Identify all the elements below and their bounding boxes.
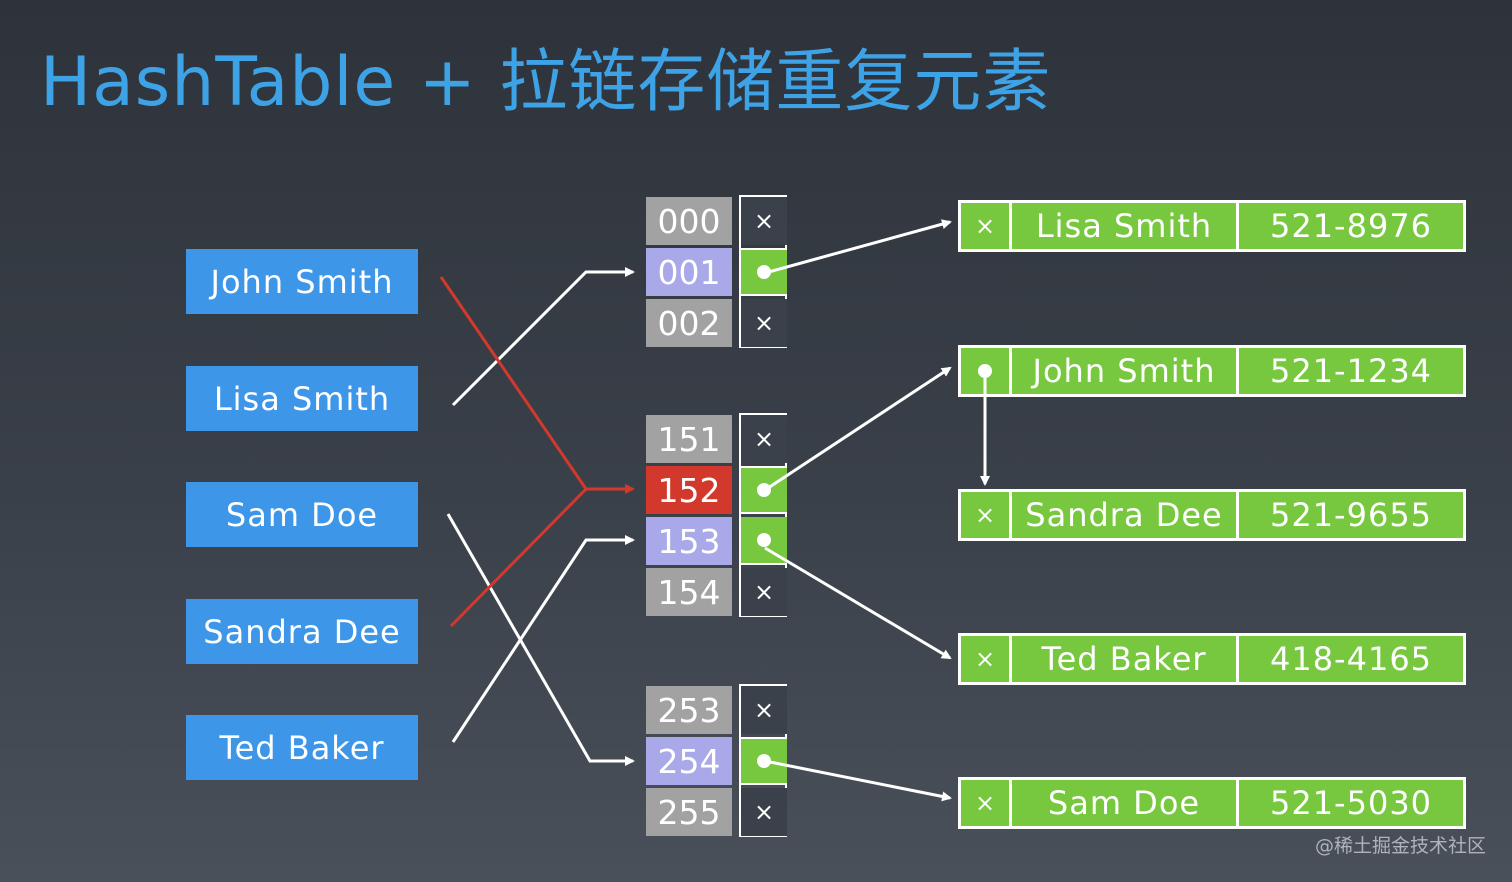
arrow-lisa-smith-to-001 xyxy=(451,267,635,407)
null-pointer-icon: × xyxy=(961,636,1012,682)
pointer-dot-icon xyxy=(757,483,771,497)
link-pointer-cell xyxy=(741,737,787,785)
key-sandra-dee: Sandra Dee xyxy=(186,599,418,664)
null-pointer-icon: × xyxy=(741,686,787,734)
null-pointer-icon: × xyxy=(741,568,787,616)
bucket-index-001: 001 xyxy=(646,248,732,296)
entry-name: Ted Baker xyxy=(1012,636,1239,682)
key-john-smith: John Smith xyxy=(186,249,418,314)
pointer-dot-icon xyxy=(978,364,992,378)
pointer-dot-icon xyxy=(757,533,771,547)
key-lisa-smith: Lisa Smith xyxy=(186,366,418,431)
bucket-index-255: 255 xyxy=(646,788,732,836)
arrow-001-to-lisa-smith xyxy=(764,219,952,275)
null-pointer-icon: × xyxy=(741,197,787,245)
entry-name: Lisa Smith xyxy=(1012,203,1239,249)
arrow-153-to-ted-baker xyxy=(764,546,952,660)
entry-phone: 521-5030 xyxy=(1269,784,1433,822)
entry-phone: 418-4165 xyxy=(1269,640,1433,678)
entry-ted-baker: × Ted Baker 418-4165 xyxy=(958,633,1466,685)
entry-phone: 521-1234 xyxy=(1269,352,1433,390)
pointer-dot-icon xyxy=(757,754,771,768)
bucket-index-153: 153 xyxy=(646,517,732,565)
arrow-ted-baker-to-153 xyxy=(451,535,635,743)
arrow-sandra-dee-to-152 xyxy=(449,487,588,628)
entry-phone: 521-9655 xyxy=(1269,496,1433,534)
bucket-index-152: 152 xyxy=(646,466,732,514)
arrow-john-smith-to-152 xyxy=(439,276,635,494)
bucket-index-154: 154 xyxy=(646,568,732,616)
null-pointer-icon: × xyxy=(741,299,787,347)
pointer-dot-icon xyxy=(757,265,771,279)
bucket-index-253: 253 xyxy=(646,686,732,734)
null-pointer-icon: × xyxy=(961,203,1012,249)
bucket-index-000: 000 xyxy=(646,197,732,245)
entry-lisa-smith: × Lisa Smith 521-8976 xyxy=(958,200,1466,252)
null-pointer-icon: × xyxy=(961,780,1012,826)
key-sam-doe: Sam Doe xyxy=(186,482,418,547)
link-pointer-cell xyxy=(741,466,787,514)
entry-name: Sam Doe xyxy=(1012,780,1239,826)
arrow-152-to-john-smith xyxy=(764,366,952,492)
entry-sam-doe: × Sam Doe 521-5030 xyxy=(958,777,1466,829)
link-pointer-cell xyxy=(741,248,787,296)
entry-john-smith: John Smith 521-1234 xyxy=(958,345,1466,397)
watermark: @稀土掘金技术社区 xyxy=(1314,835,1486,857)
page-title: HashTable + 拉链存储重复元素 xyxy=(40,43,1052,122)
arrow-254-to-sam-doe xyxy=(764,759,952,802)
null-pointer-icon: × xyxy=(961,492,1012,538)
bucket-index-002: 002 xyxy=(646,299,732,347)
entry-phone: 521-8976 xyxy=(1269,207,1433,245)
pointer-column-group-2 xyxy=(739,413,787,617)
null-pointer-icon: × xyxy=(741,788,787,836)
arrow-sam-doe-to-254 xyxy=(446,513,635,766)
entry-name: John Smith xyxy=(1012,348,1239,394)
next-pointer-cell xyxy=(961,348,1012,394)
null-pointer-icon: × xyxy=(741,415,787,463)
key-ted-baker: Ted Baker xyxy=(186,715,418,780)
bucket-index-254: 254 xyxy=(646,737,732,785)
entry-sandra-dee: × Sandra Dee 521-9655 xyxy=(958,489,1466,541)
bucket-index-151: 151 xyxy=(646,415,732,463)
entry-name: Sandra Dee xyxy=(1012,492,1239,538)
